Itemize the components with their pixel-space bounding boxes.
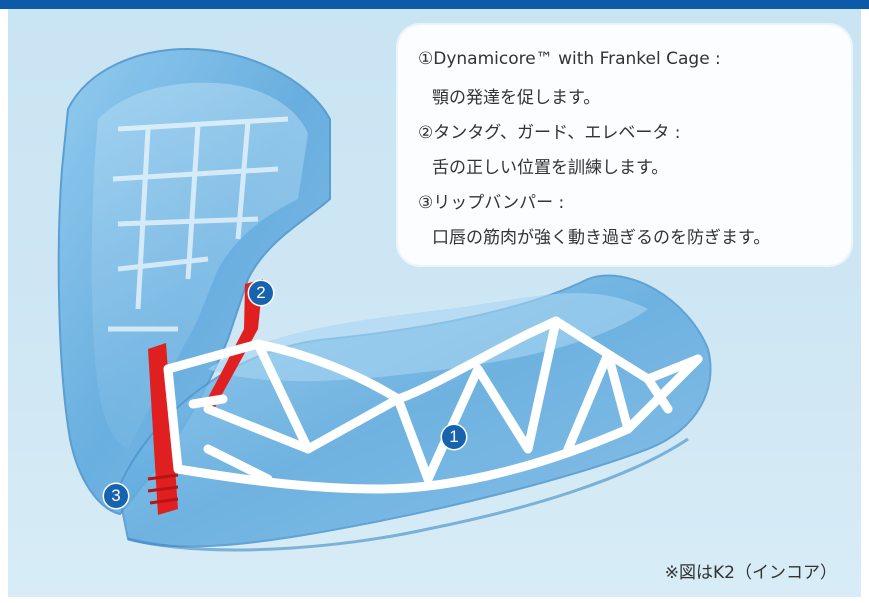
feature-callout: ①Dynamicore™ with Frankel Cage : 顎の発達を促し… [398, 25, 851, 265]
callout-line-1: ①Dynamicore™ with Frankel Cage : [418, 49, 721, 69]
marker-3: 3 [104, 484, 128, 508]
illustration-panel: ①Dynamicore™ with Frankel Cage : 顎の発達を促し… [8, 9, 861, 597]
callout-line-5: ③リップバンパー : [418, 193, 565, 213]
callout-line-6: 口唇の筋肉が強く動き過ぎるのを防ぎます。 [432, 228, 771, 248]
figure-caption: ※図はK2（インコア） [664, 563, 837, 583]
tongue-guard-red [147, 279, 263, 515]
top-accent-bar [0, 0, 869, 9]
callout-line-2: 顎の発達を促します。 [432, 88, 601, 108]
marker-2: 2 [249, 281, 273, 305]
callout-line-3: ②タンタグ、ガード、エレベータ : [418, 123, 681, 143]
mouthguard-illustration [57, 47, 712, 552]
frankel-cage-white [163, 316, 703, 494]
callout-line-4: 舌の正しい位置を訓練します。 [432, 158, 669, 178]
marker-1: 1 [442, 425, 466, 449]
